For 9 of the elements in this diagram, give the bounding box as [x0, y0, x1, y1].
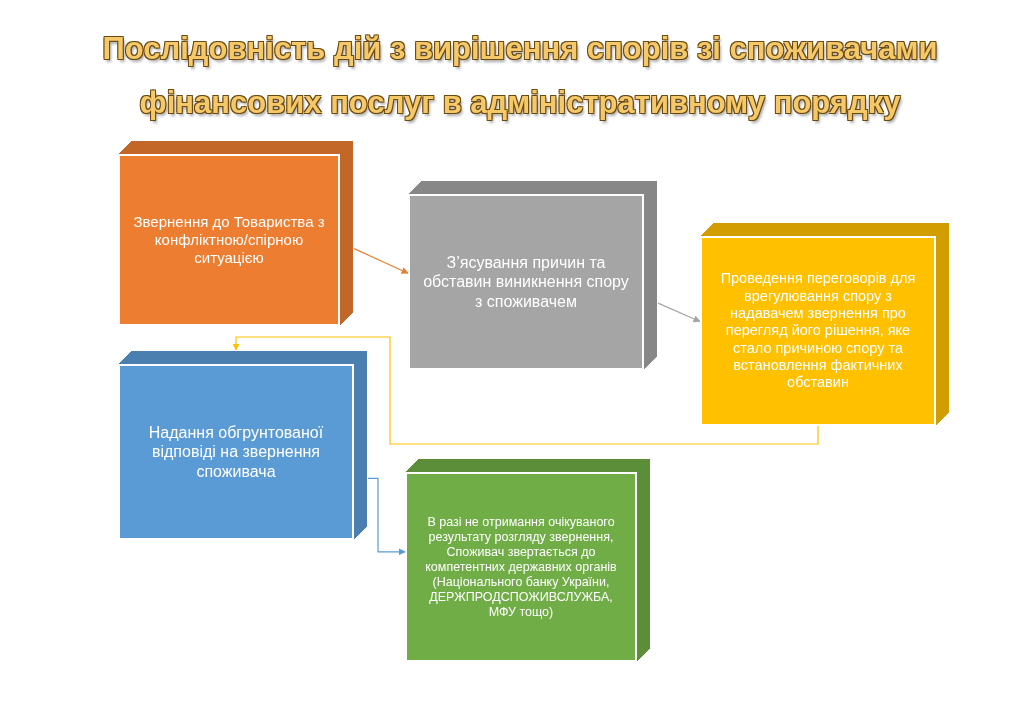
step-text: В разі не отримання очікуваного результату розгляду звернення, Споживач звертається до компетентних державних органів (Національного банку України, ДЕРЖПРОДСПОЖИВСЛУЖБА, МФУ тощо): [424, 514, 618, 620]
step-text: Проведення переговорів для врегулювання спору з надавачем звернення про перегляд його рішення, яке стало причиною спору та встановлення фактичних обставин: [719, 270, 917, 392]
step-text: Звернення до Товариства з конфліктною/спірною ситуацією: [132, 213, 326, 267]
step-text: Надання обгрунтованої відповіді на звернення споживача: [147, 423, 325, 481]
arrow: [367, 477, 406, 556]
arrow: [232, 336, 819, 445]
arrow: [657, 302, 701, 323]
step-text: З’ясування причин та обставин виникнення спору з споживачем: [422, 253, 630, 311]
title: Послідовність дій з вирішення спорів зі споживачами фінансових послуг в адміністративному порядку: [101, 30, 939, 122]
